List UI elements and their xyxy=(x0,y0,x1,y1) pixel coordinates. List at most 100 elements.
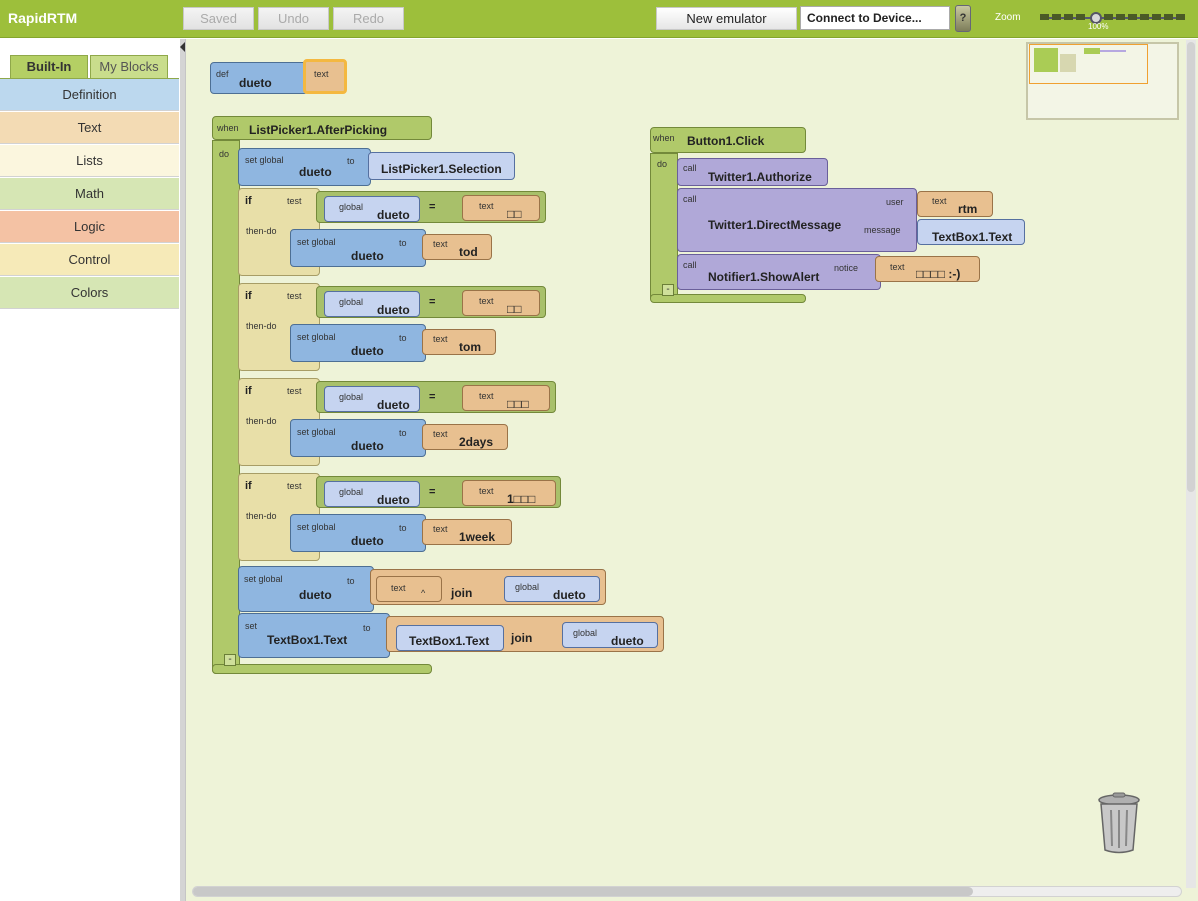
text-literal-block[interactable]: text □□□ xyxy=(462,385,550,411)
undo-button[interactable]: Undo xyxy=(258,7,329,30)
component-getter-block[interactable]: TextBox1.Text xyxy=(396,625,504,651)
collapse-button[interactable]: - xyxy=(224,654,236,666)
text-keyword: text xyxy=(479,296,494,306)
text-literal-block[interactable]: text ^ xyxy=(376,576,442,602)
zoom-tick xyxy=(1176,14,1185,20)
to-keyword: to xyxy=(347,156,355,166)
global-keyword: global xyxy=(515,582,540,592)
set-global-block[interactable]: set global to dueto xyxy=(238,148,371,186)
text-value: 1□□□ xyxy=(507,492,536,506)
event-block-button[interactable]: when Button1.Click xyxy=(650,127,806,153)
new-emulator-button[interactable]: New emulator xyxy=(656,7,797,30)
horizontal-scrollbar-thumb[interactable] xyxy=(193,887,973,896)
set-global-keyword: set global xyxy=(297,237,336,247)
palette-item-lists[interactable]: Lists xyxy=(0,145,179,177)
zoom-tick xyxy=(1116,14,1125,20)
global-getter-block[interactable]: global dueto xyxy=(562,622,658,648)
redo-button[interactable]: Redo xyxy=(333,7,404,30)
zoom-tick xyxy=(1140,14,1149,20)
collapse-arrow-icon[interactable] xyxy=(180,42,185,52)
text-literal-block[interactable]: text 1□□□ xyxy=(462,480,556,506)
component-property: TextBox1.Text xyxy=(409,634,490,648)
event-name: Button1.Click xyxy=(687,134,765,148)
set-global-keyword: set global xyxy=(297,522,336,532)
when-keyword: when xyxy=(217,123,239,133)
text-literal-block[interactable]: text □□ xyxy=(462,290,540,316)
text-keyword: text xyxy=(479,201,494,211)
set-global-keyword: set global xyxy=(245,155,284,165)
global-keyword: global xyxy=(573,628,598,638)
set-global-block[interactable]: set global to dueto xyxy=(290,324,426,362)
text-literal-block[interactable]: text 1week xyxy=(422,519,512,545)
minimap-block xyxy=(1100,50,1126,52)
set-property-block[interactable]: set to TextBox1.Text xyxy=(238,613,390,658)
minimap-viewport[interactable] xyxy=(1029,44,1148,84)
set-global-keyword: set global xyxy=(297,332,336,342)
variable-name: dueto xyxy=(611,634,644,648)
call-block-directmessage[interactable]: call Twitter1.DirectMessage user message xyxy=(677,188,917,252)
set-global-block[interactable]: set global to dueto xyxy=(290,514,426,552)
event-bottom-bar xyxy=(212,664,432,674)
text-literal-block[interactable]: text tod xyxy=(422,234,492,260)
zoom-tick xyxy=(1152,14,1161,20)
palette-item-text[interactable]: Text xyxy=(0,112,179,144)
vertical-scrollbar-thumb[interactable] xyxy=(1187,42,1195,492)
event-block-listpicker[interactable]: when ListPicker1.AfterPicking xyxy=(212,116,432,140)
global-getter-block[interactable]: global dueto xyxy=(324,196,420,222)
global-getter-block[interactable]: global dueto xyxy=(504,576,600,602)
connect-help-icon[interactable]: ? xyxy=(955,5,971,32)
global-getter-block[interactable]: global dueto xyxy=(324,386,420,412)
tab-my-blocks[interactable]: My Blocks xyxy=(90,55,168,79)
zoom-tick xyxy=(1076,14,1085,20)
text-literal-block[interactable]: text tom xyxy=(422,329,496,355)
global-keyword: global xyxy=(339,297,364,307)
param-user: user xyxy=(886,197,904,207)
saved-button[interactable]: Saved xyxy=(183,7,254,30)
def-block[interactable]: def dueto xyxy=(210,62,308,94)
text-literal-block[interactable]: text □□□□ :-) xyxy=(875,256,980,282)
component-getter-block[interactable]: TextBox1.Text xyxy=(917,219,1025,245)
component-property: ListPicker1.Selection xyxy=(381,162,502,176)
zoom-slider-handle[interactable] xyxy=(1090,12,1102,24)
tab-underline xyxy=(0,78,179,79)
when-keyword: when xyxy=(653,133,675,143)
app-title: RapidRTM xyxy=(8,10,78,26)
trash-can-icon[interactable] xyxy=(1095,792,1143,854)
text-value: □□□□ :-) xyxy=(916,267,961,281)
method-name: Notifier1.ShowAlert xyxy=(708,270,820,284)
variable-name: dueto xyxy=(377,398,410,412)
join-keyword: join xyxy=(511,631,533,645)
call-keyword: call xyxy=(683,194,697,204)
to-keyword: to xyxy=(363,623,371,633)
palette-item-definition[interactable]: Definition xyxy=(0,79,179,111)
minimap-block xyxy=(1060,54,1076,72)
global-getter-block[interactable]: global dueto xyxy=(324,291,420,317)
text-literal-block[interactable]: text rtm xyxy=(917,191,993,217)
text-literal-block[interactable]: text 2days xyxy=(422,424,508,450)
tab-built-in[interactable]: Built-In xyxy=(10,55,88,79)
param-notice: notice xyxy=(834,263,859,273)
set-global-block[interactable]: set global to dueto xyxy=(290,419,426,457)
def-text-block[interactable]: text xyxy=(303,59,347,94)
set-global-keyword: set global xyxy=(297,427,336,437)
call-block-authorize[interactable]: call Twitter1.Authorize xyxy=(677,158,828,186)
collapse-button[interactable]: - xyxy=(662,284,674,296)
palette-item-control[interactable]: Control xyxy=(0,244,179,276)
call-keyword: call xyxy=(683,260,697,270)
component-getter-block[interactable]: ListPicker1.Selection xyxy=(368,152,515,180)
palette-item-math[interactable]: Math xyxy=(0,178,179,210)
palette-item-colors[interactable]: Colors xyxy=(0,277,179,309)
call-block-showalert[interactable]: call Notifier1.ShowAlert notice xyxy=(677,254,881,290)
if-keyword: if xyxy=(245,385,252,397)
call-keyword: call xyxy=(683,163,697,173)
set-global-block[interactable]: set global to dueto xyxy=(290,229,426,267)
method-name: Twitter1.DirectMessage xyxy=(708,218,842,232)
text-literal-block[interactable]: text □□ xyxy=(462,195,540,221)
global-getter-block[interactable]: global dueto xyxy=(324,481,420,507)
palette-item-logic[interactable]: Logic xyxy=(0,211,179,243)
palette-collapse-handle[interactable] xyxy=(180,39,185,901)
set-global-block[interactable]: set global to dueto xyxy=(238,566,374,612)
variable-name: dueto xyxy=(351,249,384,263)
component-property: TextBox1.Text xyxy=(932,230,1013,244)
connect-device-dropdown[interactable]: Connect to Device... xyxy=(800,6,950,30)
